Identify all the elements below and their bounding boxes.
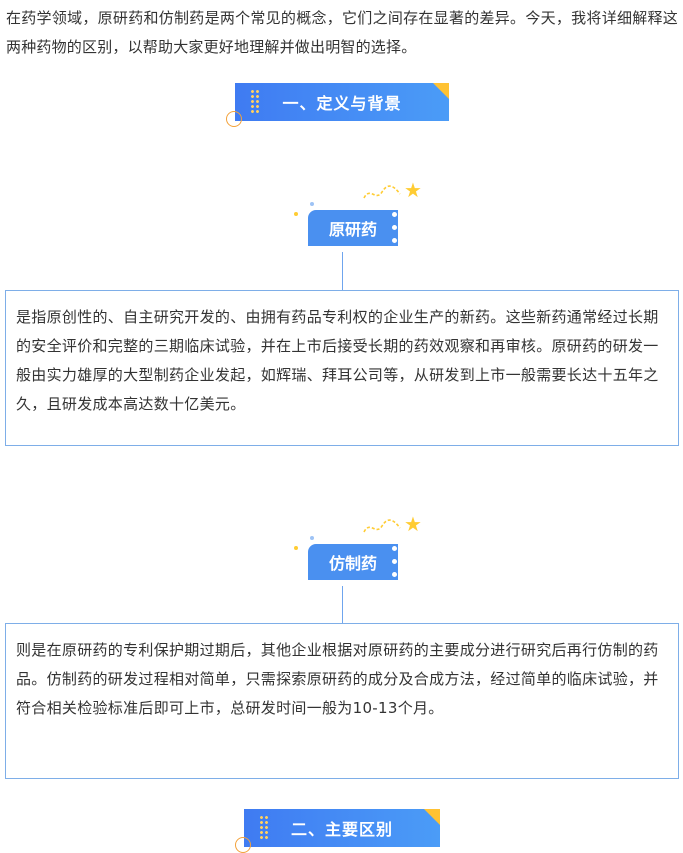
dot-grid-decoration — [250, 89, 260, 115]
squiggle-decoration — [363, 185, 401, 199]
section-header-1: 一、定义与背景 — [226, 83, 449, 127]
connector-line — [342, 252, 343, 290]
term-label-2-text: 仿制药 — [328, 554, 377, 573]
term-description-1-text: 是指原创性的、自主研究开发的、由拥有药品专利权的企业生产的新药。这些新药通常经过… — [16, 308, 659, 413]
corner-decoration — [424, 809, 440, 825]
intro-paragraph: 在药学领域，原研药和仿制药是两个常见的概念，它们之间存在显著的差异。今天，我将详… — [6, 9, 678, 56]
dot-decoration — [310, 536, 314, 540]
term-description-2-text: 则是在原研药的专利保护期过期后，其他企业根据对原研药的主要成分进行研究后再行仿制… — [16, 641, 659, 717]
term-badge-2: ★ 仿制药 — [294, 512, 438, 586]
corner-decoration — [433, 83, 449, 99]
section-header-2: 二、主要区别 — [235, 809, 440, 853]
dot-decoration — [294, 546, 298, 550]
term-badge-1: ★ 原研药 — [294, 178, 438, 252]
dot-decoration — [294, 212, 298, 216]
star-icon: ★ — [404, 178, 422, 202]
section-title-1-text: 一、定义与背景 — [282, 94, 402, 113]
squiggle-decoration — [363, 519, 401, 533]
term-label-2: 仿制药 — [308, 544, 398, 580]
ring-decoration — [226, 111, 242, 127]
term-description-2: 则是在原研药的专利保护期过期后，其他企业根据对原研药的主要成分进行研究后再行仿制… — [5, 623, 679, 779]
dot-grid-decoration — [259, 815, 269, 841]
term-label-1: 原研药 — [308, 210, 398, 246]
term-label-1-text: 原研药 — [328, 220, 377, 239]
ring-decoration — [235, 837, 251, 853]
badge-dots-decoration — [388, 544, 400, 580]
connector-line — [342, 586, 343, 624]
section-title-1: 一、定义与背景 — [235, 83, 449, 121]
star-icon: ★ — [404, 512, 422, 536]
dot-decoration — [310, 202, 314, 206]
badge-dots-decoration — [388, 210, 400, 246]
term-description-1: 是指原创性的、自主研究开发的、由拥有药品专利权的企业生产的新药。这些新药通常经过… — [5, 290, 679, 446]
section-title-2: 二、主要区别 — [244, 809, 440, 847]
section-title-2-text: 二、主要区别 — [290, 820, 393, 839]
